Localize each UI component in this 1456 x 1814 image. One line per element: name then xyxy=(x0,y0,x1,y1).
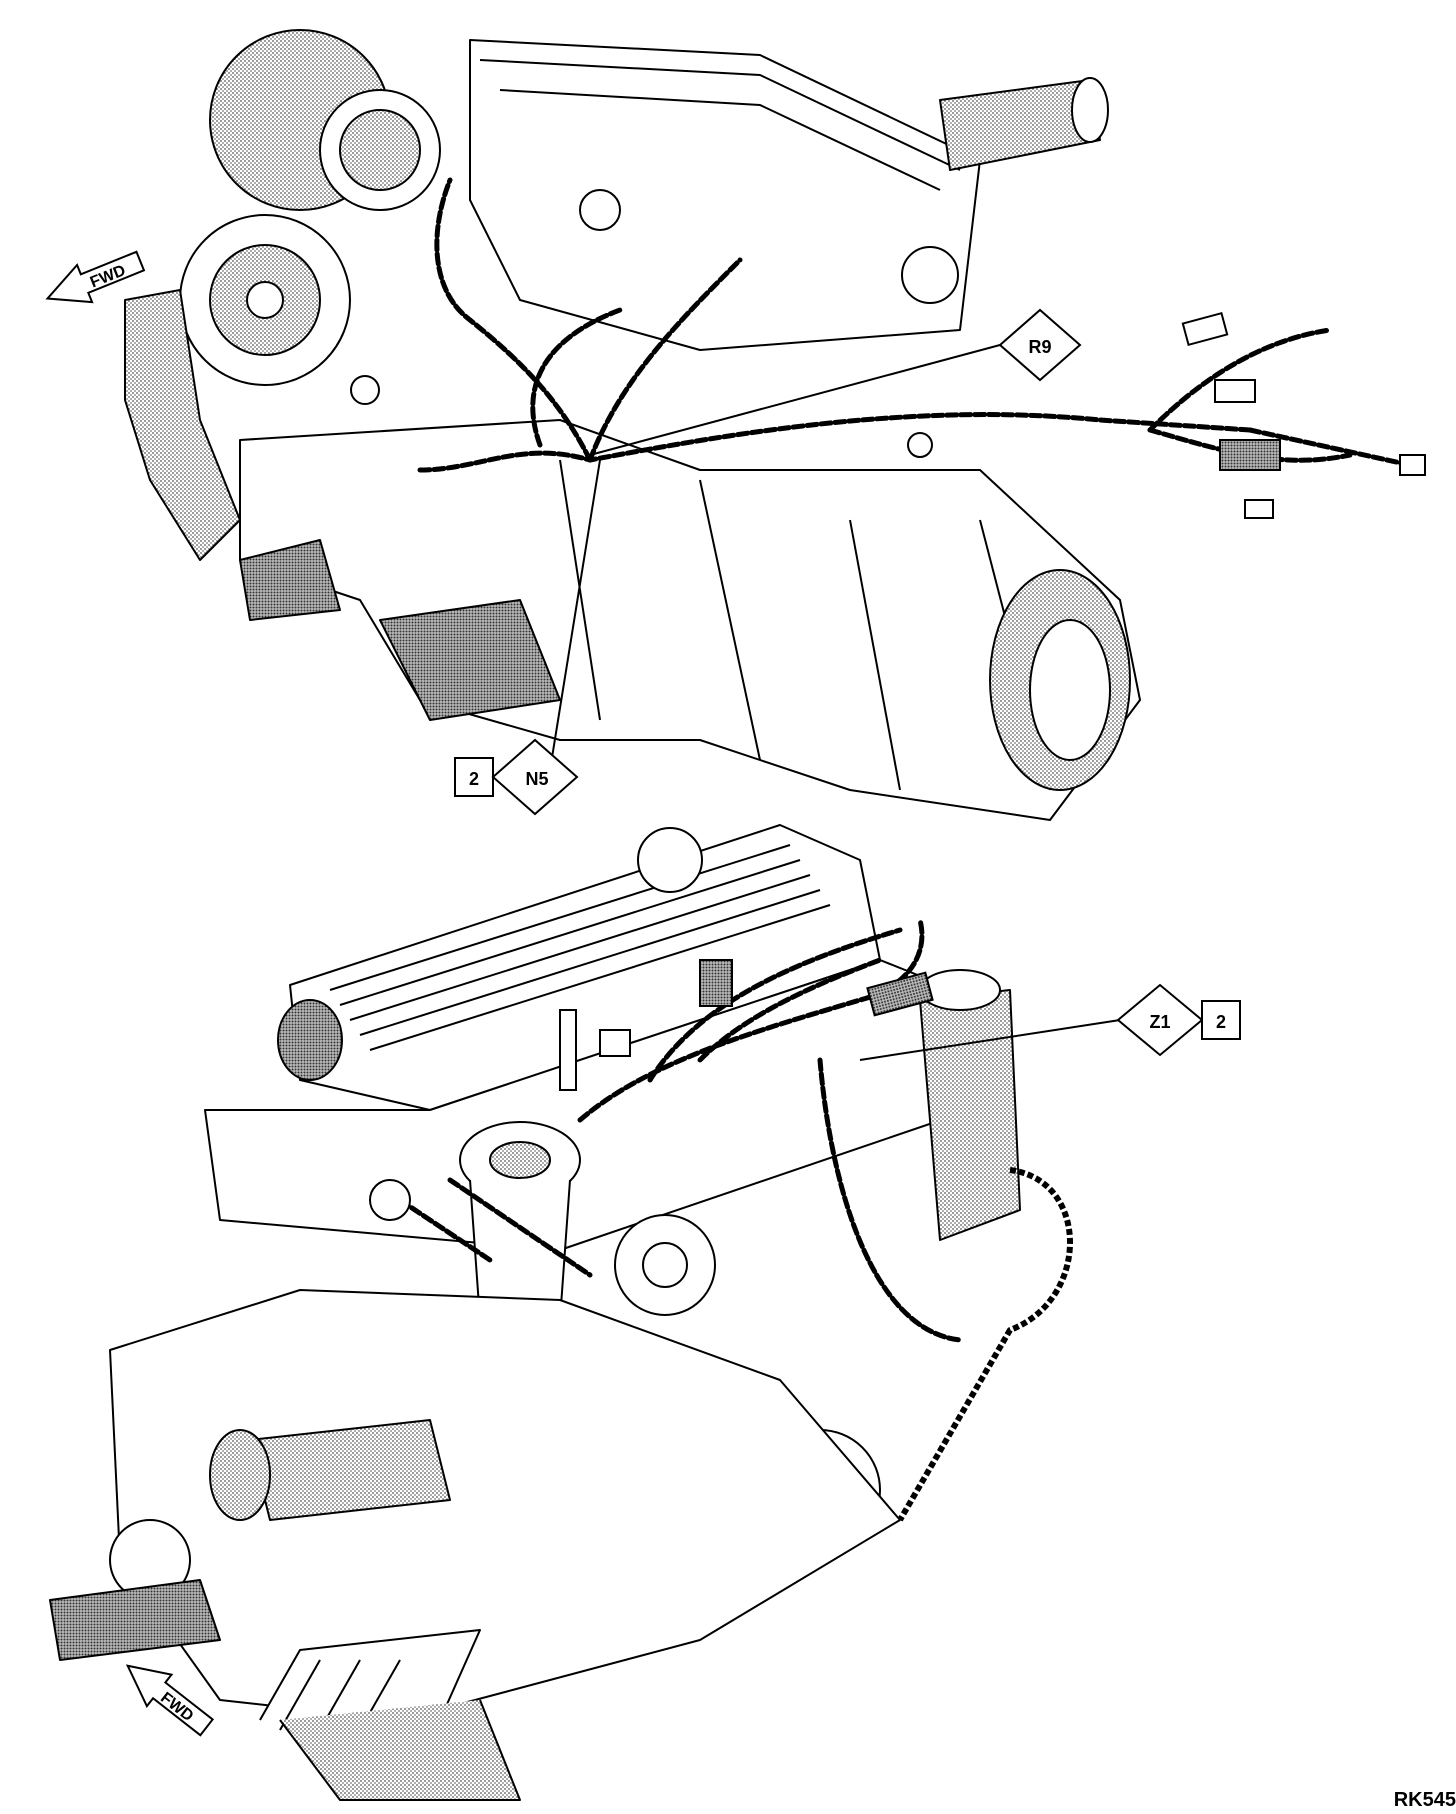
callout-box-icon xyxy=(1201,1000,1241,1040)
callout-box-icon xyxy=(454,757,494,797)
top-engine-illustration xyxy=(124,29,1141,821)
callout-z1: Z1 2 xyxy=(859,983,1241,1061)
callout-z1-label: Z1 xyxy=(1149,1012,1170,1032)
callout-n5-qty: 2 xyxy=(469,769,479,789)
callout-n5: 2 N5 xyxy=(454,459,601,816)
figure-code: RK545 xyxy=(1394,1789,1456,1811)
top-connectors xyxy=(1181,311,1426,519)
callout-diamond-icon xyxy=(491,738,579,816)
bottom-engine-illustration xyxy=(49,824,1073,1801)
callout-r9-label: R9 xyxy=(1028,337,1051,357)
bottom-connectors xyxy=(369,959,934,1221)
top-wiring-harness xyxy=(417,177,1413,473)
bottom-wiring-harness xyxy=(397,917,963,1343)
callout-r9: R9 xyxy=(589,308,1082,456)
callout-n5-label: N5 xyxy=(525,769,548,789)
callout-diamond-icon xyxy=(998,308,1082,382)
callout-z1-qty: 2 xyxy=(1216,1012,1226,1032)
